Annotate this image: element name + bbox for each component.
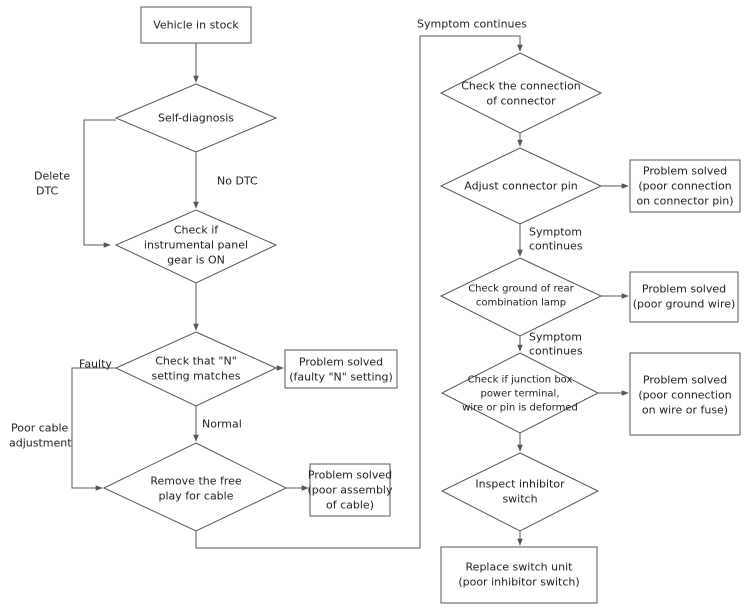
node-text-line-2: instrumental panel: [144, 239, 248, 252]
label-no-dtc: No DTC: [217, 175, 258, 188]
label-faulty: Faulty: [79, 358, 112, 371]
arrow-free-play-to-connector: [195, 35, 523, 549]
node-check-n-setting: Check that "N" setting matches: [114, 331, 278, 407]
node-text-line-2: (poor connection: [638, 389, 731, 402]
node-text-line-2: (poor inhibitor switch): [458, 576, 579, 589]
node-solved-ground-wire: Problem solved (poor ground wire): [629, 271, 739, 323]
node-inspect-inhibitor: Inspect inhibitor switch: [440, 452, 600, 532]
label-delete-dtc-line-1: Delete: [34, 170, 70, 183]
node-solved-connector-pin: Problem solved (poor connection on conne…: [629, 159, 741, 213]
node-check-ground: Check ground of rear combination lamp: [439, 257, 603, 337]
label-poor-cable-line-2: adjustment: [9, 437, 72, 450]
node-text: Self-diagnosis: [158, 112, 234, 125]
node-text-line-1: Check if junction box: [468, 375, 573, 386]
node-self-diagnosis: Self-diagnosis: [114, 83, 278, 153]
node-text-line-2: play for cable: [158, 490, 233, 503]
node-text-line-1: Problem solved: [308, 469, 392, 482]
label-normal: Normal: [202, 418, 242, 431]
label-poor-cable-line-1: Poor cable: [11, 422, 69, 435]
node-text-line-3: wire or pin is deformed: [462, 403, 578, 414]
node-text-line-3: on connector pin): [636, 195, 733, 208]
edge-labels: Delete DTC No DTC Faulty Poor cable adju…: [9, 18, 583, 450]
label-symptom-continues-2-line-1: Symptom: [529, 331, 582, 344]
node-text-line-3: on wire or fuse): [642, 404, 728, 417]
label-delete-dtc-line-2: DTC: [36, 185, 59, 198]
node-text-line-2: (faulty "N" setting): [289, 371, 393, 384]
node-text-line-1: Problem solved: [299, 356, 383, 369]
node-text-line-2: of connector: [486, 95, 556, 108]
node-text-line-3: of cable): [326, 499, 374, 512]
node-text-line-1: Check that "N": [155, 355, 237, 368]
label-symptom-continues-2-line-2: continues: [529, 345, 583, 358]
label-symptom-continues-top: Symptom continues: [417, 18, 527, 31]
node-text-line-1: Inspect inhibitor: [475, 478, 565, 491]
arrow-poor-cable-loop: [71, 367, 116, 491]
label-symptom-continues-1-line-2: continues: [529, 240, 583, 253]
node-text-line-2: (poor ground wire): [633, 298, 736, 311]
node-solved-poor-assembly: Problem solved (poor assembly of cable): [308, 463, 393, 517]
label-symptom-continues-1-line-1: Symptom: [529, 226, 582, 239]
node-check-junction-box: Check if junction box power terminal, wi…: [440, 352, 600, 434]
node-text-line-1: Remove the free: [150, 475, 242, 488]
node-text-line-2: setting matches: [152, 370, 241, 383]
node-check-connector: Check the connection of connector: [439, 52, 603, 134]
node-text-line-2: combination lamp: [476, 298, 566, 309]
arrow-delete-dtc-loop: [83, 119, 116, 248]
node-solved-wire-fuse: Problem solved (poor connection on wire …: [629, 352, 741, 436]
connectors: [71, 35, 629, 549]
node-text-line-2: power terminal,: [480, 389, 559, 400]
node-adjust-connector-pin: Adjust connector pin: [439, 147, 603, 225]
node-text-line-1: Problem solved: [642, 283, 726, 296]
node-text-line-1: Check the connection: [461, 80, 581, 93]
node-text-line-1: Problem solved: [643, 374, 727, 387]
node-replace-switch: Replace switch unit (poor inhibitor swit…: [440, 546, 598, 604]
node-vehicle-in-stock: Vehicle in stock: [140, 6, 252, 44]
node-check-instrument-panel: Check if instrumental panel gear is ON: [114, 209, 278, 284]
node-text-line-1: Problem solved: [643, 165, 727, 178]
node-text-line-1: Check if: [174, 224, 219, 237]
node-text-line-1: Replace switch unit: [466, 561, 574, 574]
node-text-line-1: Check ground of rear: [468, 284, 574, 295]
node-text: Vehicle in stock: [153, 19, 239, 32]
node-text-line-2: switch: [502, 493, 537, 506]
node-text-line-3: gear is ON: [167, 254, 225, 267]
node-text: Adjust connector pin: [464, 180, 578, 193]
node-text-line-2: (poor connection: [638, 180, 731, 193]
node-text-line-2: (poor assembly: [308, 484, 393, 497]
node-remove-free-play: Remove the free play for cable: [102, 442, 288, 532]
node-solved-faulty-n: Problem solved (faulty "N" setting): [284, 349, 398, 389]
